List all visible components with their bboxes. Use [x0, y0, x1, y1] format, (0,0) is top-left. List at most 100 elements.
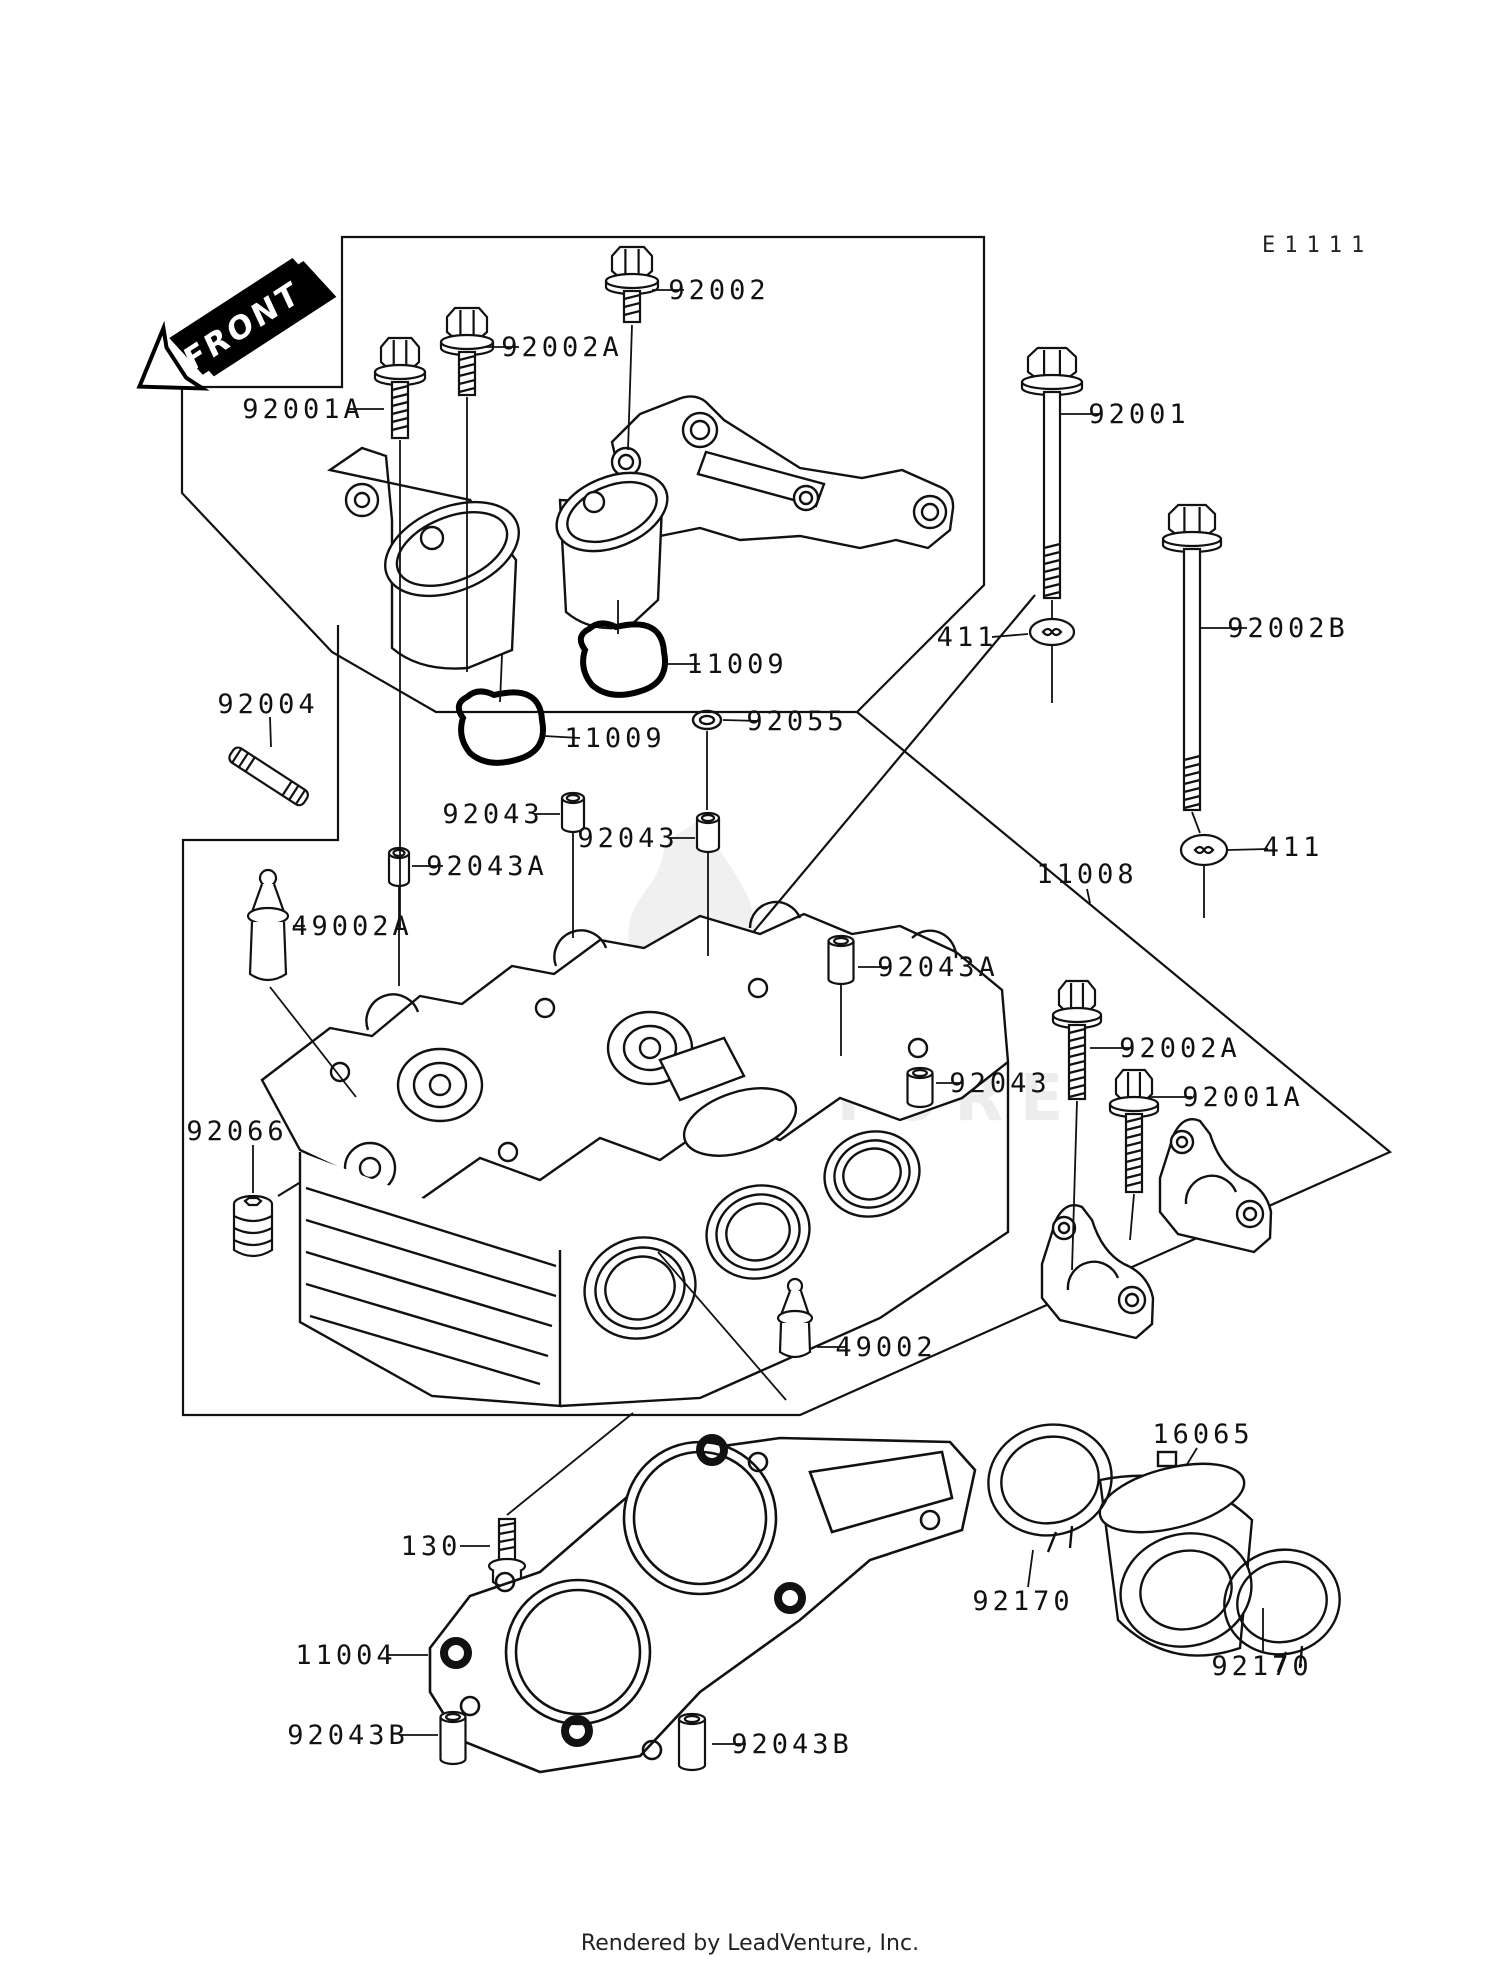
stud-92004	[228, 746, 309, 807]
bolt-92001a-2	[1108, 1068, 1160, 1194]
part-number-label[interactable]: 92002A	[1119, 1033, 1241, 1064]
callout-92043a-17[interactable]: 92043A	[840, 952, 999, 1056]
callout-92043-13[interactable]: 92043	[577, 823, 709, 956]
leader-line	[1185, 1447, 1198, 1467]
callout-92001a-2[interactable]: 92001A	[242, 394, 401, 928]
leader-tail	[627, 324, 633, 451]
leader-line	[991, 633, 1029, 638]
bolt-92001a-1	[373, 336, 427, 440]
part-number-label[interactable]: 92043	[949, 1068, 1050, 1099]
leader-line	[543, 735, 581, 739]
part-number-label[interactable]: 92043A	[426, 851, 548, 882]
cam-holder-left	[327, 446, 520, 670]
part-number-label[interactable]: 11009	[564, 723, 665, 754]
callout-92043-18[interactable]: 92043	[936, 1068, 1051, 1099]
callout-92043b-28[interactable]: 92043B	[712, 1729, 853, 1760]
oring-92055	[691, 709, 723, 731]
cam-cap-front	[1040, 1203, 1155, 1340]
callout-92001-3[interactable]: 92001	[1051, 399, 1190, 703]
part-number-label[interactable]: 411	[1263, 832, 1324, 863]
part-number-label[interactable]: 92170	[1211, 1651, 1312, 1682]
top-assembly-box	[180, 235, 986, 714]
bolt-92002b	[1161, 503, 1223, 812]
callout-92043-12[interactable]: 92043	[442, 799, 574, 938]
callout-92170-23[interactable]: 92170	[972, 1549, 1073, 1617]
leader-line	[1227, 848, 1269, 851]
part-number-label[interactable]: 92002B	[1227, 613, 1349, 644]
section-outlines	[180, 235, 1393, 1417]
leader-tail	[506, 1412, 634, 1516]
callout-92002b-4[interactable]: 92002B	[1191, 613, 1349, 918]
camshaft-cap-bridge	[610, 395, 955, 550]
callout-411-5[interactable]: 411	[937, 622, 1029, 653]
part-number-label[interactable]: 92043B	[731, 1729, 853, 1760]
callout-92043b-27[interactable]: 92043B	[287, 1720, 438, 1751]
callout-92170-24[interactable]: 92170	[1211, 1608, 1312, 1682]
dowel-92043a-2	[827, 934, 855, 986]
callout-11008-7[interactable]: 11008	[1036, 859, 1137, 904]
part-number-label[interactable]: 92055	[746, 706, 847, 737]
callout-92066-16[interactable]: 92066	[186, 1116, 287, 1193]
bolt-92002	[604, 245, 660, 324]
part-number-label[interactable]: 92066	[186, 1116, 287, 1147]
cross-line-1	[704, 594, 1036, 991]
callout-92002a-19[interactable]: 92002A	[1071, 1033, 1241, 1271]
leader-tail	[657, 1251, 787, 1401]
part-number-label[interactable]: 92002A	[501, 332, 623, 363]
hardware-parts-layer	[373, 245, 1229, 1772]
dowel-92043-1	[560, 791, 586, 834]
part-number-label[interactable]: 92043	[442, 799, 543, 830]
part-number-label[interactable]: 92001	[1088, 399, 1189, 430]
gasket-11009-upper	[577, 620, 668, 698]
callout-11009-9[interactable]: 11009	[499, 654, 666, 754]
callout-411-6[interactable]: 411	[1227, 832, 1324, 863]
callout-92001a-20[interactable]: 92001A	[1129, 1082, 1304, 1241]
part-number-label[interactable]: 411	[937, 622, 998, 653]
part-number-label[interactable]: 92043A	[877, 952, 999, 983]
callout-11009-8[interactable]: 11009	[617, 600, 788, 680]
front-direction-arrow: FRONT	[136, 257, 337, 391]
callout-49002a-15[interactable]: 49002A	[269, 911, 413, 1098]
cam-holder-right	[555, 471, 669, 630]
cam-cap-rear	[1158, 1117, 1273, 1254]
part-number-label[interactable]: 130	[401, 1531, 462, 1562]
part-number-label[interactable]: 92004	[217, 689, 318, 720]
bolt-92002a-2	[1051, 979, 1103, 1101]
leader-line	[1027, 1549, 1034, 1588]
leader-tail	[1071, 1100, 1078, 1271]
part-number-label[interactable]: 92001A	[1182, 1082, 1304, 1113]
callout-92004-11[interactable]: 92004	[217, 689, 318, 748]
callout-11004-26[interactable]: 11004	[295, 1640, 428, 1671]
part-number-label[interactable]: 92043	[577, 823, 678, 854]
callout-49002-21[interactable]: 49002	[657, 1251, 937, 1401]
leader-tail	[1191, 811, 1201, 834]
callout-92002a-1[interactable]: 92002A	[466, 332, 623, 672]
front-arrow-head	[136, 320, 210, 391]
washer-411-2	[1179, 833, 1229, 867]
part-number-label[interactable]: 11004	[295, 1640, 396, 1671]
leader-tail	[269, 986, 357, 1098]
part-number-label[interactable]: 92170	[972, 1586, 1073, 1617]
callout-layer: 92002 92002A 92001A 92001 92002B 411 411 11008 1…	[186, 275, 1349, 1760]
part-number-label[interactable]: 11009	[686, 649, 787, 680]
dowel-92043-3	[906, 1066, 934, 1109]
part-number-label[interactable]: 49002	[835, 1332, 936, 1363]
callout-130-25[interactable]: 130	[401, 1412, 634, 1562]
part-number-label[interactable]: 49002A	[291, 911, 413, 942]
part-number-label[interactable]: 92043B	[287, 1720, 409, 1751]
leader-line	[1086, 888, 1091, 904]
sensor-49002a	[246, 868, 290, 982]
cylinder-head-11008	[260, 900, 1010, 1408]
leader-tail	[499, 654, 503, 703]
intake-holder-16065	[1098, 1450, 1254, 1657]
part-number-label[interactable]: 92001A	[242, 394, 364, 425]
part-number-label[interactable]: 16065	[1152, 1419, 1253, 1450]
diagram-code: E1111	[1262, 233, 1373, 258]
callout-92002-0[interactable]: 92002	[627, 275, 770, 451]
callout-16065-22[interactable]: 16065	[1152, 1419, 1253, 1467]
callout-92055-10[interactable]: 92055	[706, 706, 848, 810]
part-number-label[interactable]: 92002	[668, 275, 769, 306]
part-number-label[interactable]: 11008	[1036, 859, 1137, 890]
callout-92043a-14[interactable]: 92043A	[398, 851, 548, 986]
